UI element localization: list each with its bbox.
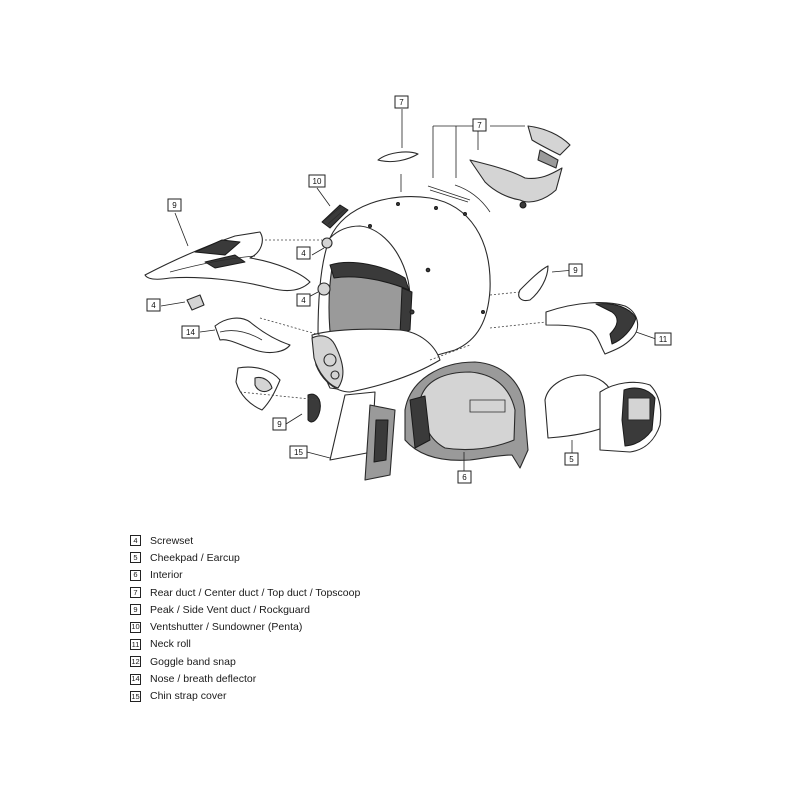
legend-item: 15 Chin strap cover (130, 688, 550, 705)
callout-9-rockguard: 9 (272, 417, 287, 431)
legend-label: Ventshutter / Sundowner (Penta) (150, 621, 303, 634)
legend-number: 15 (130, 690, 141, 702)
callout-4-mid: 4 (296, 293, 311, 307)
legend-item: 6 Interior (130, 567, 550, 584)
callout-10: 10 (308, 174, 326, 188)
side-vent-duct-part (518, 265, 549, 302)
legend-label: Chin strap cover (150, 690, 227, 703)
callout-6: 6 (457, 470, 472, 484)
interior-part (404, 361, 529, 469)
svg-text:7: 7 (399, 98, 404, 107)
nose-deflector-part (214, 317, 291, 354)
svg-text:11: 11 (659, 335, 668, 344)
legend-number: 7 (130, 587, 141, 599)
callout-7-top: 7 (394, 95, 409, 109)
ventshutter-part (321, 204, 349, 229)
callout-5: 5 (564, 452, 579, 466)
legend-label: Peak / Side Vent duct / Rockguard (150, 603, 310, 616)
legend-item: 9 Peak / Side Vent duct / Rockguard (130, 601, 550, 618)
legend-number: 4 (130, 535, 141, 547)
callout-4-left: 4 (146, 298, 161, 312)
svg-text:9: 9 (172, 201, 177, 210)
legend-number: 9 (130, 604, 141, 616)
chin-strap-cover-part (329, 391, 396, 481)
legend-number: 11 (130, 638, 141, 650)
callout-4-top: 4 (296, 246, 311, 260)
legend-number: 5 (130, 552, 141, 564)
legend-label: Rear duct / Center duct / Top duct / Top… (150, 586, 361, 599)
svg-text:10: 10 (313, 177, 322, 186)
legend-label: Cheekpad / Earcup (150, 551, 240, 564)
svg-text:4: 4 (301, 296, 306, 305)
svg-text:7: 7 (477, 121, 482, 130)
legend-number: 6 (130, 569, 141, 581)
svg-text:9: 9 (573, 266, 578, 275)
legend-label: Goggle band snap (150, 655, 236, 668)
helmet-shell (311, 196, 491, 393)
legend-item: 14 Nose / breath deflector (130, 670, 550, 687)
neck-roll-part (545, 302, 639, 355)
leader-lines (160, 109, 657, 472)
top-duct-parts (377, 125, 571, 213)
legend-item: 4 Screwset (130, 532, 550, 549)
legend-item: 7 Rear duct / Center duct / Top duct / T… (130, 584, 550, 601)
svg-text:9: 9 (277, 420, 282, 429)
rockguard-part (235, 366, 321, 423)
cheekpad-parts (544, 374, 662, 453)
svg-text:4: 4 (301, 249, 306, 258)
peak-part (144, 231, 311, 292)
callout-9-side: 9 (568, 263, 583, 277)
legend-item: 10 Ventshutter / Sundowner (Penta) (130, 618, 550, 635)
callout-15: 15 (289, 445, 308, 459)
svg-text:6: 6 (462, 473, 467, 482)
legend-item: 5 Cheekpad / Earcup (130, 549, 550, 566)
callout-7-ducts: 7 (472, 118, 487, 132)
callout-11: 11 (654, 332, 672, 346)
screw-parts (186, 237, 333, 311)
callout-9-peak: 9 (167, 198, 182, 212)
legend-number: 14 (130, 673, 141, 685)
legend-label: Neck roll (150, 638, 191, 651)
svg-text:4: 4 (151, 301, 156, 310)
parts-legend: 4 Screwset 5 Cheekpad / Earcup 6 Interio… (130, 532, 550, 705)
legend-label: Nose / breath deflector (150, 673, 257, 686)
legend-item: 12 Goggle band snap (130, 653, 550, 670)
legend-number: 12 (130, 656, 141, 668)
svg-text:5: 5 (569, 455, 574, 464)
callout-14: 14 (181, 325, 200, 339)
legend-number: 10 (130, 621, 141, 633)
legend-item: 11 Neck roll (130, 636, 550, 653)
svg-text:14: 14 (186, 328, 195, 337)
legend-label: Screwset (150, 534, 194, 547)
legend-label: Interior (150, 569, 183, 582)
svg-text:15: 15 (294, 448, 303, 457)
